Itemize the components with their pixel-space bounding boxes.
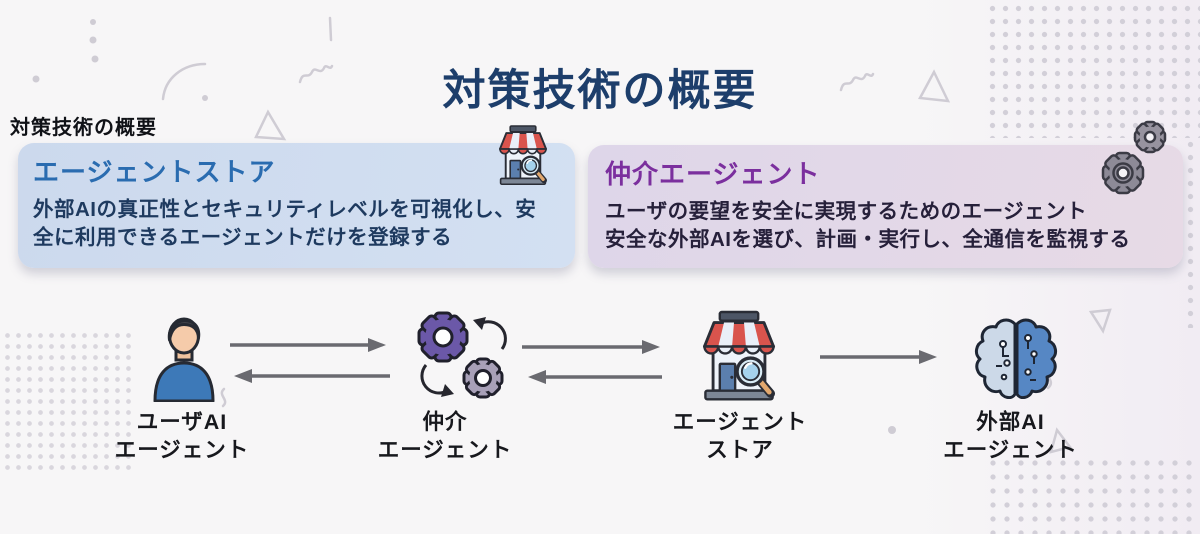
brain-icon <box>974 316 1058 400</box>
gears-icon <box>413 307 513 407</box>
node-label-line: エージェント <box>672 410 808 434</box>
card-mediator-agent-body-line1: ユーザの要望を安全に実現するためのエージェント <box>605 200 1088 223</box>
decor-tick <box>328 16 333 42</box>
storefront-icon <box>691 310 787 410</box>
user-icon <box>145 310 223 402</box>
node-label-line: ストア <box>706 438 774 462</box>
arrow-user-to-mediator <box>230 338 386 352</box>
arrow-store-to-mediator <box>528 370 662 384</box>
card-mediator-agent-body-line2: 安全な外部AIを選び、計画・実行し、全通信を監視する <box>605 228 1131 251</box>
gears-icon <box>1098 116 1174 204</box>
node-label-line: エージェント <box>943 438 1078 462</box>
card-agent-store-heading: エージェントストア <box>33 157 276 187</box>
arrow-mediator-to-user <box>234 369 390 383</box>
card-agent-store: エージェントストア 外部AIの真正性とセキュリティレベルを可視化し、安 全に利用… <box>18 143 575 268</box>
decor-dot-6 <box>888 426 896 434</box>
node-label-line: 仲介 <box>422 410 468 434</box>
dot-grid-right-edge <box>1184 138 1200 328</box>
arrow-store-to-external <box>820 350 937 364</box>
card-agent-store-body-line2: 全に利用できるエージェントだけを登録する <box>33 226 453 249</box>
page-title: 対策技術の概要 <box>442 67 758 115</box>
node-label-line: ユーザAI <box>136 410 228 434</box>
node-label-agent-store: エージェント ストア <box>655 408 825 464</box>
dot-grid-bottom-right <box>986 456 1200 534</box>
card-mediator-agent-heading: 仲介エージェント <box>605 159 821 189</box>
node-label-line: エージェント <box>114 438 250 462</box>
arrow-mediator-to-store <box>522 340 660 354</box>
dot-grid-left <box>2 330 134 470</box>
node-label-line: エージェント <box>377 438 513 462</box>
node-label-external-ai-agent: 外部AI エージェント <box>928 408 1093 464</box>
node-label-user-ai-agent: ユーザAI エージェント <box>102 408 262 464</box>
decor-dot-2 <box>89 36 97 44</box>
node-label-line: 外部AI <box>976 410 1045 434</box>
overlay-caption: 対策技術の概要 <box>10 117 157 139</box>
decor-triangle-3 <box>1088 308 1112 334</box>
card-mediator-agent: 仲介エージェント ユーザの要望を安全に実現するためのエージェント 安全な外部AI… <box>588 145 1183 268</box>
node-label-mediator-agent: 仲介 エージェント <box>365 408 525 464</box>
storefront-icon <box>491 123 555 193</box>
card-agent-store-body-line1: 外部AIの真正性とセキュリティレベルを可視化し、安 <box>33 198 537 221</box>
decor-dot-1 <box>90 19 96 25</box>
dot-grid-top-right <box>986 2 1200 138</box>
